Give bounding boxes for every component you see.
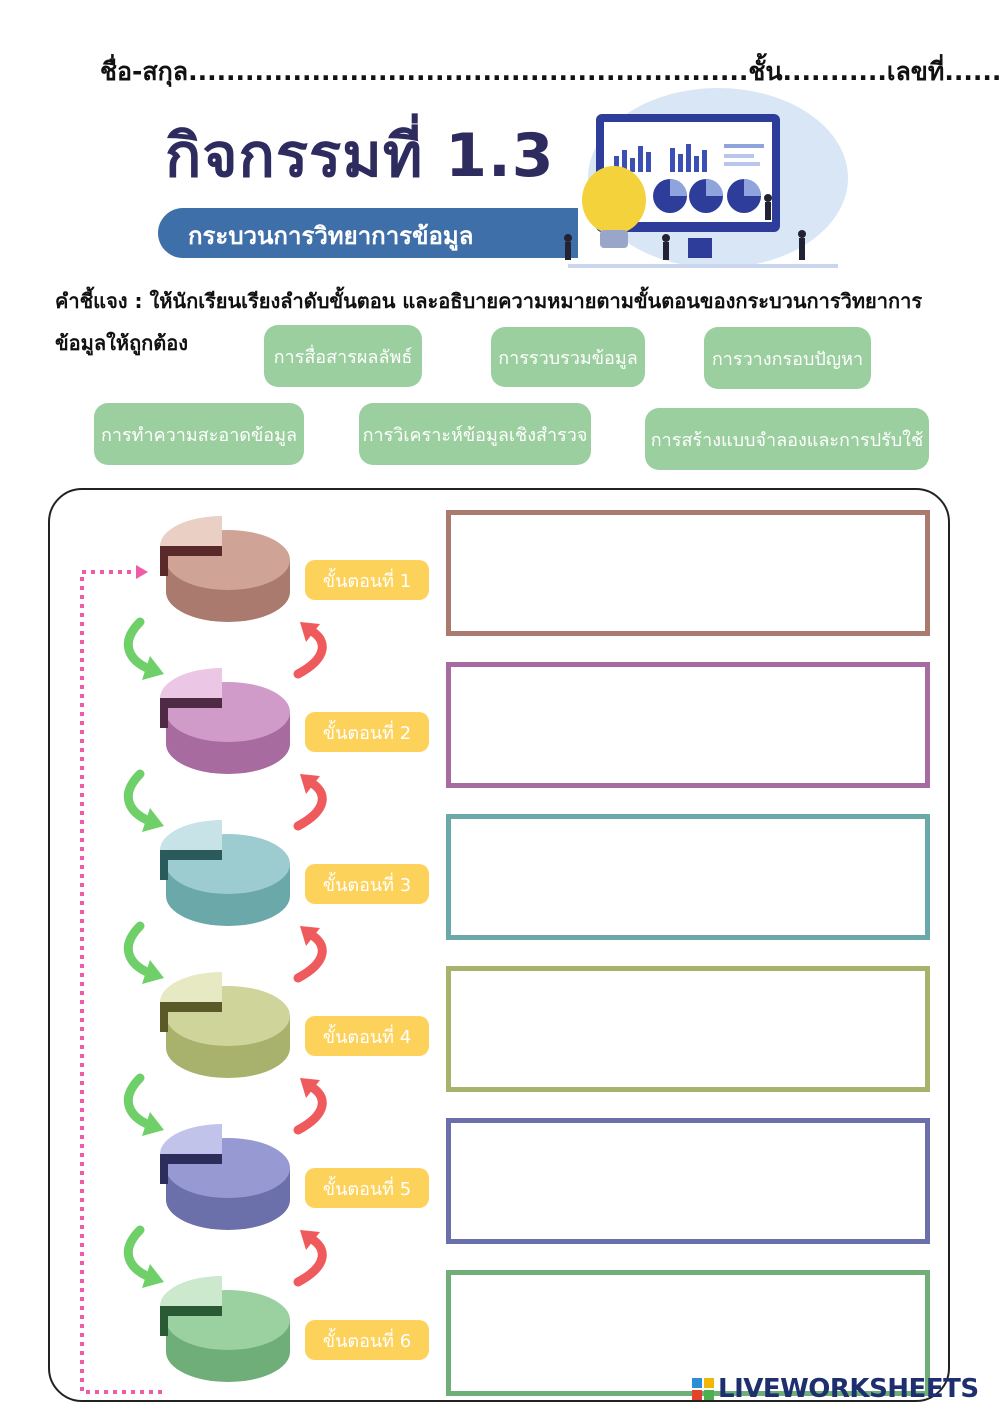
step-answer-box[interactable]: [446, 814, 930, 940]
choice-chip[interactable]: การวางกรอบปัญหา: [704, 327, 871, 389]
step-answer-box[interactable]: [446, 966, 930, 1092]
subtitle: กระบวนการวิทยาการข้อมูล: [188, 216, 473, 255]
process-cycle-diagram: [70, 500, 450, 1400]
step-answer-box[interactable]: [446, 510, 930, 636]
liveworksheets-logo-icon: [692, 1378, 714, 1400]
step-label: ขั้นตอนที่ 5: [305, 1168, 429, 1208]
step-answer-box[interactable]: [446, 662, 930, 788]
choice-chip[interactable]: การสร้างแบบจำลองและการปรับใช้: [645, 408, 929, 470]
choice-chip[interactable]: การทำความสะอาดข้อมูล: [94, 403, 304, 465]
activity-title: กิจกรรมที่ 1.3: [165, 108, 555, 203]
step-label: ขั้นตอนที่ 6: [305, 1320, 429, 1360]
step-label: ขั้นตอนที่ 3: [305, 864, 429, 904]
data-science-illustration: [548, 88, 848, 276]
step-label: ขั้นตอนที่ 1: [305, 560, 429, 600]
brand-name: LIVEWORKSHEETS: [718, 1374, 979, 1404]
choice-chip[interactable]: การวิเคราะห์ข้อมูลเชิงสำรวจ: [359, 403, 591, 465]
choice-chip[interactable]: การรวบรวมข้อมูล: [491, 327, 645, 387]
step-label: ขั้นตอนที่ 2: [305, 712, 429, 752]
step-label: ขั้นตอนที่ 4: [305, 1016, 429, 1056]
step-answer-box[interactable]: [446, 1118, 930, 1244]
name-class-number-line: ชื่อ-สกุล...............................…: [100, 52, 920, 92]
choice-chip[interactable]: การสื่อสารผลลัพธ์: [264, 325, 422, 387]
